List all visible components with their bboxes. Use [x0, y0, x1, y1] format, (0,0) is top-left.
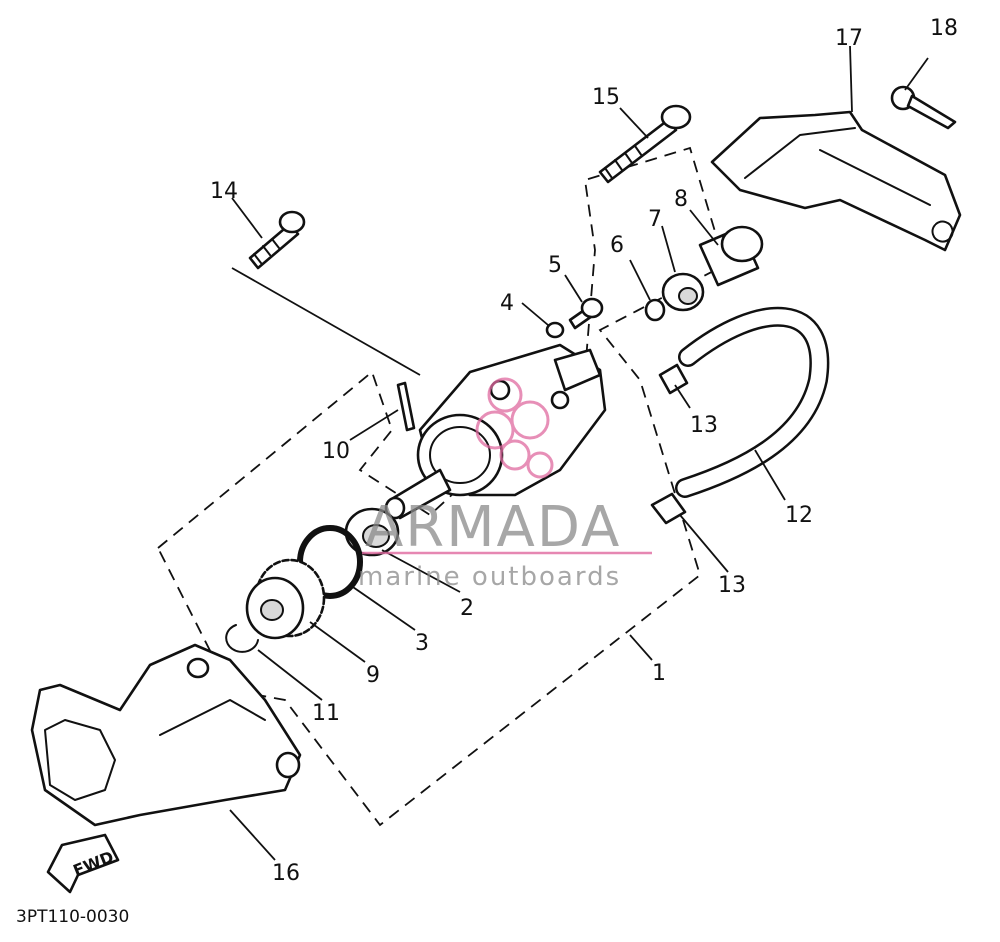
part-16-housing: [30, 643, 302, 827]
fwd-arrow: [46, 833, 120, 894]
part-17-bracket: [710, 110, 962, 252]
part-7-nut: [661, 272, 705, 312]
part-13-clamp-upper: [658, 363, 689, 395]
armada-watermark: ARMADA marine outboards: [358, 377, 652, 592]
part-8-plug: [698, 225, 764, 287]
callout-10: 10: [322, 439, 350, 464]
part-9-gear: [245, 558, 326, 640]
diagram-code: 3PT110-0030: [16, 907, 129, 927]
part-18-screw: [890, 85, 957, 130]
callout-7: 7: [648, 207, 662, 232]
part-6-washer: [644, 298, 666, 322]
leader-lines: [229, 45, 929, 861]
watermark-logo-icon: [475, 377, 554, 479]
callout-15: 15: [592, 85, 620, 110]
part-15-bolt: [598, 104, 692, 184]
part-10-pin: [396, 381, 416, 432]
callout-1: 1: [652, 661, 666, 686]
callout-3: 3: [415, 631, 429, 656]
callout-4: 4: [500, 291, 514, 316]
part-1-pump-body: [384, 343, 607, 520]
part-11-circlip: [225, 624, 259, 653]
callout-16: 16: [272, 861, 300, 886]
part-4-washer: [545, 321, 565, 339]
part-14-bolt: [248, 210, 306, 270]
callout-17: 17: [835, 26, 863, 51]
watermark-subtitle: marine outboards: [358, 562, 621, 592]
callout-13-lower: 13: [718, 573, 746, 598]
part-13-clamp-lower: [650, 492, 687, 525]
callout-18: 18: [930, 16, 958, 41]
part-5-screw: [568, 297, 604, 330]
callout-numbers: 1 2 3 4 5 6 7 8 9 10 11 12 13 13 14 15 1…: [210, 16, 958, 886]
callout-2: 2: [460, 596, 474, 621]
callout-12: 12: [785, 503, 813, 528]
callout-5: 5: [548, 253, 562, 278]
callout-13-upper: 13: [690, 413, 718, 438]
callout-14: 14: [210, 179, 238, 204]
assembly-boundary: [156, 146, 727, 827]
callout-11: 11: [312, 701, 340, 726]
watermark-title: ARMADA: [365, 495, 621, 560]
callout-8: 8: [674, 187, 688, 212]
callout-6: 6: [610, 233, 624, 258]
callout-9: 9: [366, 663, 380, 688]
